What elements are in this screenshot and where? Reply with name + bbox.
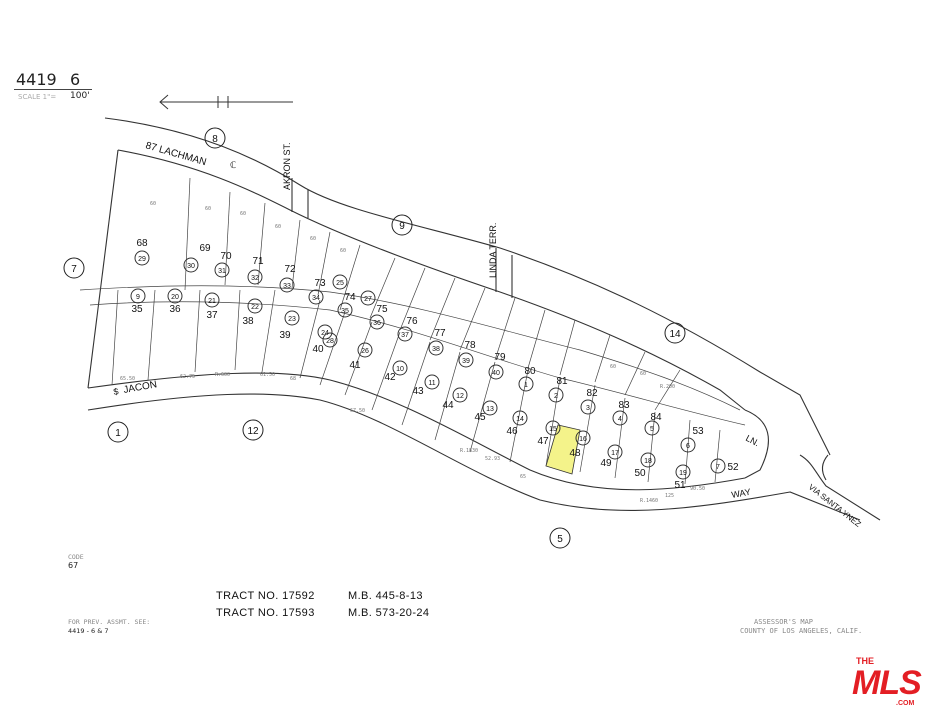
code-value: 67 <box>68 561 79 570</box>
assessor-label: ASSESSOR'S MAP <box>754 618 814 626</box>
north-arrow-icon <box>159 94 293 110</box>
svg-text:60: 60 <box>240 211 246 217</box>
county-label: COUNTY OF LOS ANGELES, CALIF. <box>740 627 863 635</box>
svg-text:125: 125 <box>665 493 674 499</box>
svg-text:R.600: R.600 <box>215 372 230 378</box>
map-scale: 100' <box>70 91 90 101</box>
highlighted-lot-48[interactable] <box>545 424 581 475</box>
map-scale-prefix: SCALE 1"= <box>18 93 57 101</box>
tract-1-mb: M.B. 445-8-13 <box>348 590 423 602</box>
map-page-number: 6 <box>70 70 81 89</box>
svg-text:61.50: 61.50 <box>260 372 275 378</box>
lot-lines <box>79 177 746 485</box>
svg-text:52.93: 52.93 <box>485 456 500 462</box>
scale-rule <box>14 89 92 90</box>
tract-2-no: TRACT NO. 17593 <box>216 607 315 619</box>
svg-text:67.50: 67.50 <box>350 408 365 414</box>
svg-text:60: 60 <box>310 236 316 242</box>
street-boundaries <box>87 117 881 521</box>
prev-assessment-ref: 4419 - 6 & 7 <box>68 627 109 635</box>
map-book-number: 4419 <box>16 70 57 89</box>
svg-text:60: 60 <box>640 371 646 377</box>
svg-text:62.75: 62.75 <box>180 374 195 380</box>
dimension-labels: 60 60 60 60 60 60 65.50 62.75 R.600 61.50 68 67.… <box>120 201 705 504</box>
svg-text:60: 60 <box>275 224 281 230</box>
svg-text:60: 60 <box>340 248 346 254</box>
tract-2-mb: M.B. 573-20-24 <box>348 607 430 619</box>
svg-text:R.200: R.200 <box>660 384 675 390</box>
svg-text:90.50: 90.50 <box>690 486 705 492</box>
svg-text:R.1460: R.1460 <box>640 498 658 504</box>
svg-text:65.50: 65.50 <box>120 376 135 382</box>
mls-logo: THE MLS .COM <box>850 654 923 708</box>
prev-assessment-note: FOR PREV. ASSMT. SEE: <box>68 618 151 626</box>
svg-text:68: 68 <box>290 376 296 382</box>
mls-logo-the: THE <box>856 656 874 666</box>
svg-text:60: 60 <box>610 364 616 370</box>
tract-1-no: TRACT NO. 17592 <box>216 590 315 602</box>
svg-text:65: 65 <box>520 474 526 480</box>
mls-logo-domain: .COM <box>896 700 914 707</box>
code-label: CODE <box>68 553 84 561</box>
mls-logo-text: MLS <box>852 664 922 702</box>
svg-text:60: 60 <box>150 201 156 207</box>
svg-text:60: 60 <box>205 206 211 212</box>
svg-text:R.1830: R.1830 <box>460 448 478 454</box>
